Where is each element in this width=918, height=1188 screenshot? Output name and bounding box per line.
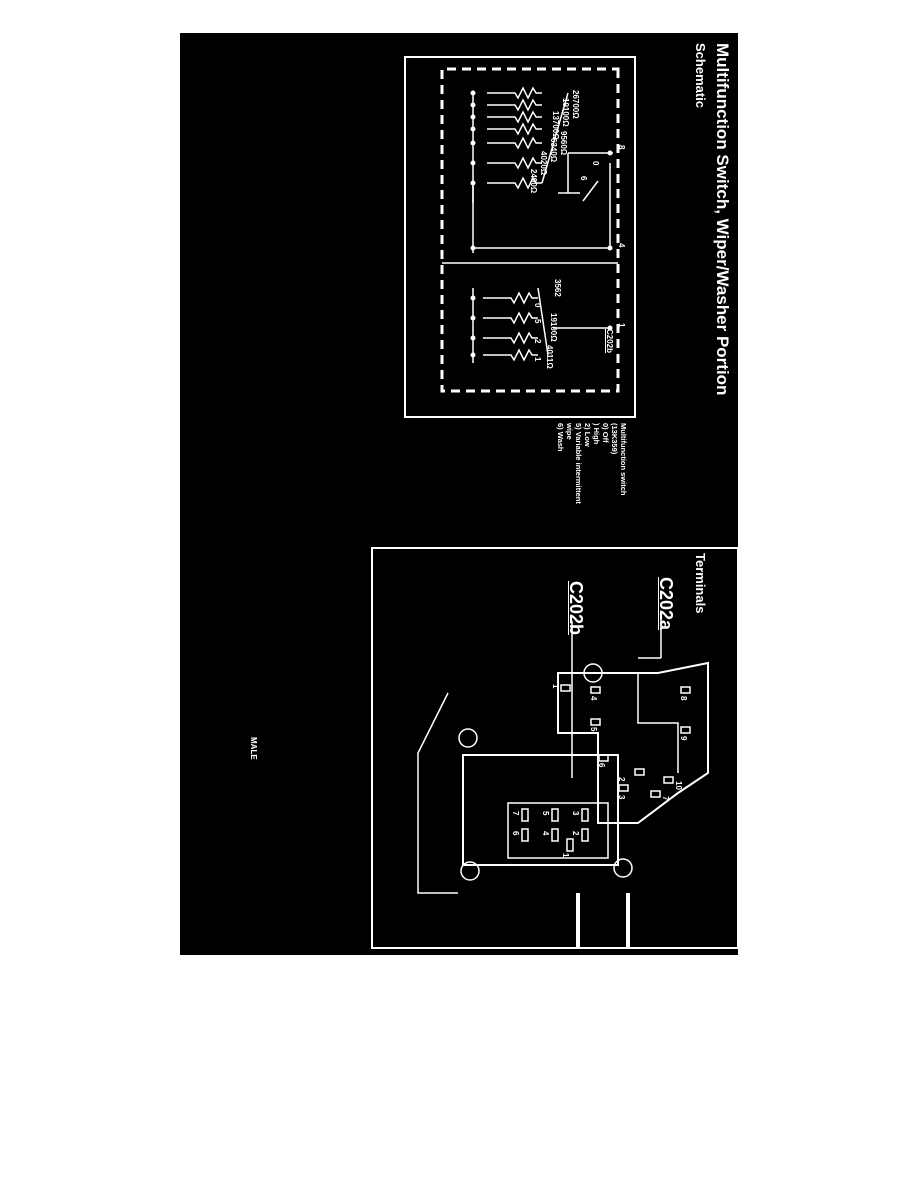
pin-number: 7 bbox=[661, 796, 670, 801]
schematic-drawing bbox=[404, 56, 636, 418]
c202b-connector-body bbox=[462, 754, 619, 866]
diagram-panel: Multifunction Switch, Wiper/Washer Porti… bbox=[180, 33, 738, 955]
pin-number: 10 bbox=[674, 781, 683, 790]
pin-number: 6 bbox=[597, 763, 606, 768]
wire-harness bbox=[576, 893, 630, 948]
mounting-screw-icons bbox=[458, 663, 633, 881]
pin-number: 3 bbox=[571, 811, 580, 816]
pin-number: 3 bbox=[617, 795, 626, 800]
junction-dots bbox=[470, 90, 613, 358]
pin-number: 4 bbox=[589, 696, 598, 701]
schematic-frame bbox=[404, 56, 636, 418]
pin-number: 2 bbox=[617, 777, 626, 782]
pin-number: 2 bbox=[571, 831, 580, 836]
c202a-connector-body bbox=[557, 661, 709, 824]
terminals-frame bbox=[371, 547, 738, 949]
pin-number: 6 bbox=[511, 831, 520, 836]
pin-number: 8 bbox=[679, 696, 688, 701]
switch-stalk bbox=[637, 673, 679, 773]
mounting-bracket bbox=[417, 692, 458, 894]
pin-number: 4 bbox=[541, 831, 550, 836]
c202b-pins bbox=[521, 808, 589, 852]
terminals-drawing bbox=[371, 547, 738, 949]
pin-number: 1 bbox=[551, 684, 560, 689]
pin-number: 7 bbox=[511, 811, 520, 816]
pin-number: 9 bbox=[679, 736, 688, 741]
pin-number: 1 bbox=[561, 853, 570, 858]
c202a-pins bbox=[560, 684, 691, 798]
left-resistor-ladder bbox=[442, 86, 618, 264]
pin-number: 5 bbox=[589, 727, 598, 732]
pin-number: 5 bbox=[541, 811, 550, 816]
switch-boundary bbox=[440, 67, 620, 393]
rotated-content: Multifunction Switch, Wiper/Washer Porti… bbox=[180, 33, 738, 955]
